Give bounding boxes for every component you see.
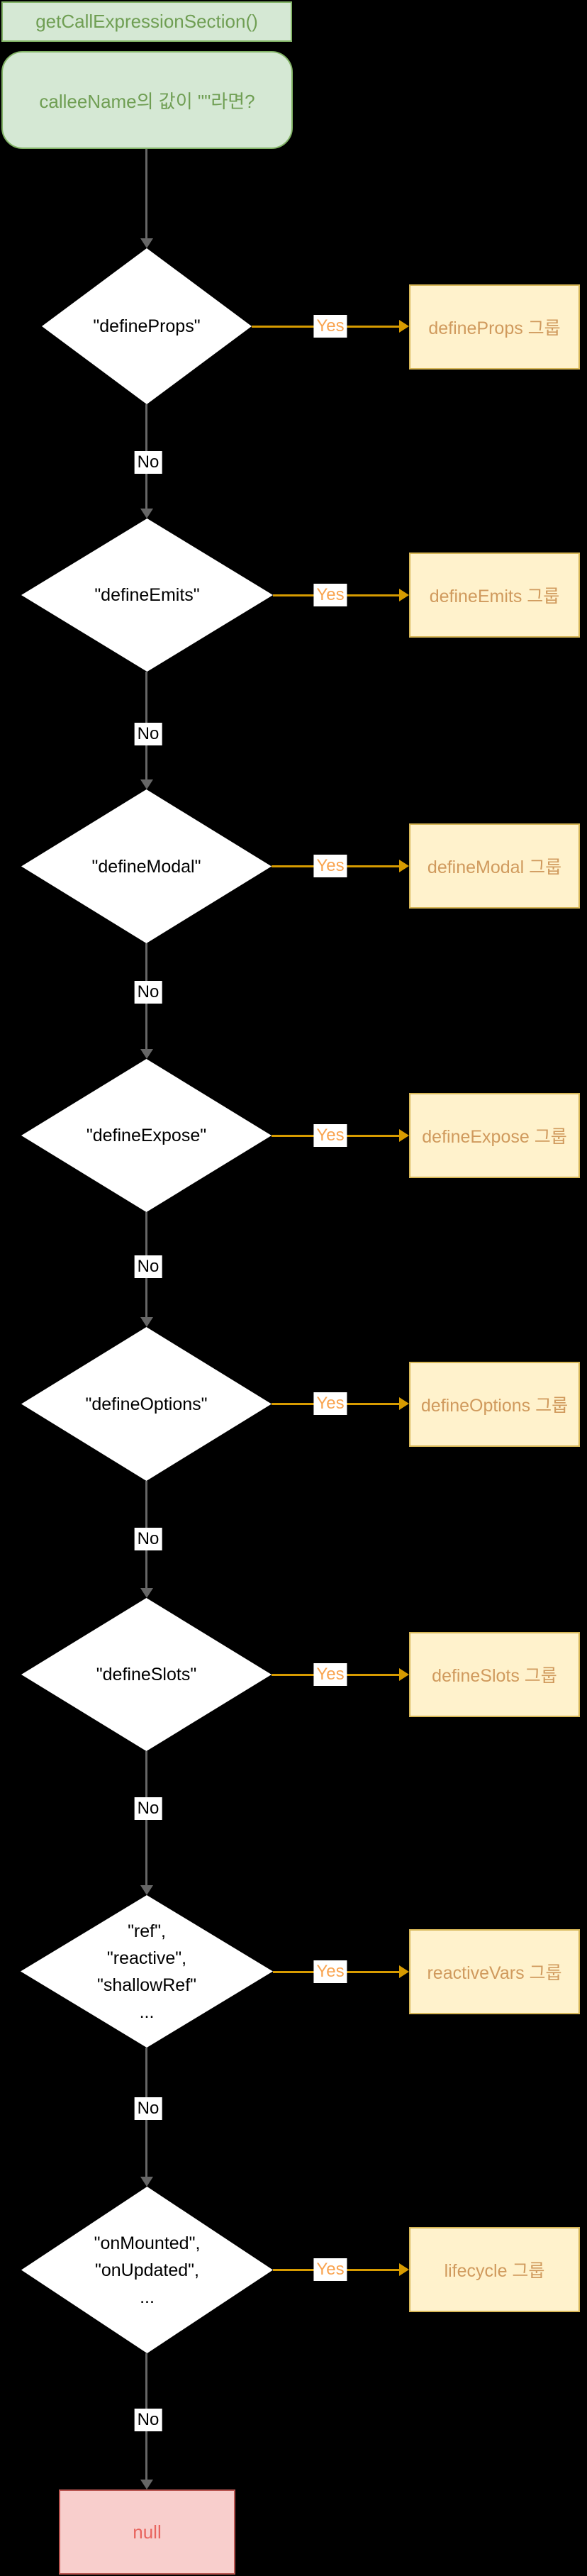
decision-node-label: "onMounted", "onUpdated", ... [94, 2233, 201, 2307]
yes-edge-label: Yes [313, 1124, 347, 1147]
arrowhead-right-icon [399, 1965, 409, 1978]
decision-node-label: "defineOptions" [85, 1394, 208, 1414]
arrowhead-right-icon [399, 860, 409, 872]
yes-edge-label: Yes [313, 2258, 347, 2281]
group-node-label: lifecycle 그룹 [444, 2261, 545, 2281]
group-node-label: defineModal 그룹 [427, 857, 562, 877]
decision-node-label: "defineModal" [91, 856, 201, 877]
arrowhead-right-icon [399, 1668, 409, 1681]
group-node-defineProps: defineProps 그룹 [409, 284, 580, 370]
group-node-label: defineSlots 그룹 [432, 1666, 557, 1686]
group-node-defineEmits: defineEmits 그룹 [409, 553, 580, 638]
decision-node-defineSlots: "defineSlots" [21, 1598, 272, 1751]
decision-node-defineExpose: "defineExpose" [21, 1059, 272, 1212]
no-edge-label: No [134, 1797, 162, 1820]
decision-node-defineOptions: "defineOptions" [21, 1327, 272, 1481]
group-node-label: defineOptions 그룹 [420, 1396, 569, 1416]
arrowhead-right-icon [399, 589, 409, 601]
decision-node-lifecycle: "onMounted", "onUpdated", ... [21, 2187, 273, 2353]
terminal-node-label: null [133, 2521, 162, 2543]
decision-node-label: "defineEmits" [94, 585, 200, 605]
group-node-label: reactiveVars 그룹 [427, 1963, 562, 1983]
group-node-defineModal: defineModal 그룹 [409, 823, 580, 909]
question-node-label: calleeName의 값이 ""라면? [39, 90, 255, 112]
arrowhead-right-icon [399, 1129, 409, 1142]
start-node: getCallExpressionSection() [1, 1, 292, 42]
decision-node-defineEmits: "defineEmits" [21, 518, 273, 672]
arrowhead-down-icon [140, 509, 153, 518]
yes-edge-label: Yes [313, 1392, 347, 1415]
yes-edge-label: Yes [313, 1960, 347, 1983]
start-node-label: getCallExpressionSection() [35, 11, 258, 32]
decision-node-label: "ref", "reactive", "shallowRef" ... [96, 1921, 197, 2022]
no-edge-label: No [134, 1255, 162, 1278]
group-node-defineOptions: defineOptions 그룹 [409, 1362, 580, 1447]
arrowhead-right-icon [399, 1397, 409, 1410]
group-node-defineExpose: defineExpose 그룹 [409, 1093, 580, 1178]
arrowhead-down-icon [140, 1049, 153, 1059]
arrowhead-down-icon [140, 1885, 153, 1895]
arrowhead-down-icon [140, 2177, 153, 2187]
yes-edge-label: Yes [313, 315, 347, 338]
arrowhead-right-icon [399, 320, 409, 333]
group-node-reactiveVars: reactiveVars 그룹 [409, 1929, 580, 2014]
decision-node-label: "defineSlots" [96, 1665, 197, 1684]
decision-node-label: "defineProps" [93, 316, 201, 336]
group-node-defineSlots: defineSlots 그룹 [409, 1632, 580, 1717]
no-edge-label: No [134, 981, 162, 1004]
yes-edge-label: Yes [313, 584, 347, 606]
question-node: calleeName의 값이 ""라면? [1, 51, 293, 149]
group-node-lifecycle: lifecycle 그룹 [409, 2227, 580, 2312]
group-node-label: defineProps 그룹 [428, 318, 561, 338]
group-node-label: defineEmits 그룹 [429, 587, 560, 606]
arrowhead-down-icon [140, 1588, 153, 1598]
terminal-node-null: null [59, 2489, 235, 2575]
no-edge-label: No [134, 2097, 162, 2120]
yes-edge-label: Yes [313, 855, 347, 877]
arrowhead-down-icon [140, 1317, 153, 1327]
arrowhead-down-icon [140, 2480, 153, 2489]
arrowhead-down-icon [140, 779, 153, 789]
no-edge-label: No [134, 723, 162, 745]
yes-edge-label: Yes [313, 1663, 347, 1686]
decision-node-defineModal: "defineModal" [21, 789, 272, 943]
no-edge-label: No [134, 451, 162, 474]
no-edge-label: No [134, 2409, 162, 2431]
arrowhead-right-icon [399, 2263, 409, 2276]
decision-node-defineProps: "defineProps" [42, 248, 252, 404]
no-edge-label: No [134, 1528, 162, 1550]
group-node-label: defineExpose 그룹 [422, 1127, 567, 1147]
decision-node-label: "defineExpose" [86, 1126, 207, 1145]
connector-line [145, 149, 147, 238]
arrowhead-down-icon [140, 238, 153, 248]
decision-node-reactiveVars: "ref", "reactive", "shallowRef" ... [21, 1895, 273, 2048]
